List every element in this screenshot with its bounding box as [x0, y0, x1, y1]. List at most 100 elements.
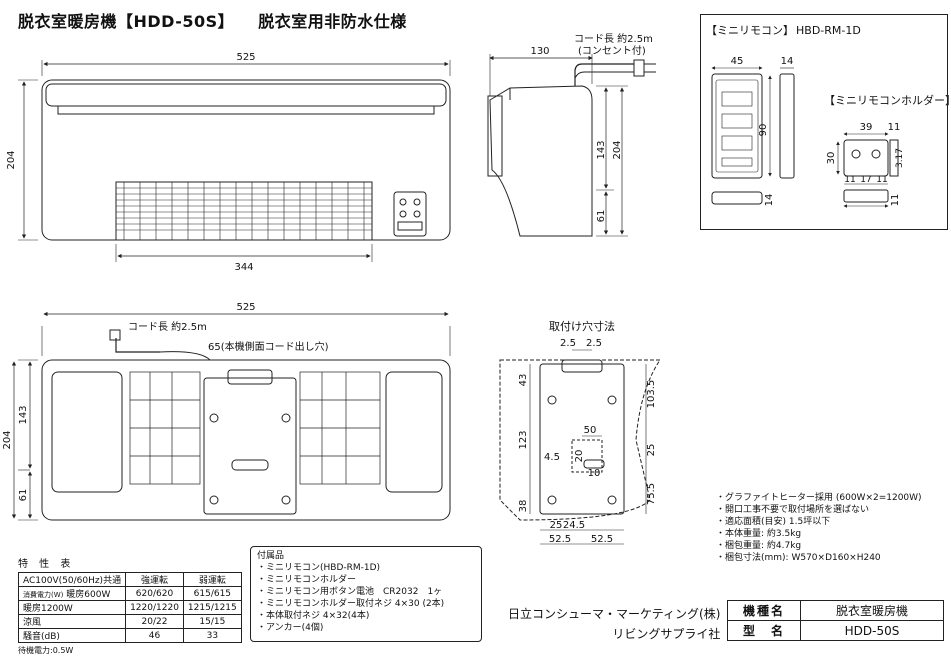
remote-depth-label: 14	[781, 56, 794, 67]
feature-item: ・開口工事不要で取付場所を選ばない	[716, 505, 870, 515]
table-row: 騒音(dB) 46 33	[17, 628, 242, 643]
mount-mid-10: 10	[588, 468, 601, 479]
remote-width-label: 45	[731, 56, 744, 67]
spec-mode: 暖房1200W	[17, 600, 127, 615]
side-h-upper-label: 143	[596, 140, 607, 159]
company-block: 日立コンシューマ・マーケティング(株) リビングサプライ社	[508, 604, 720, 644]
mount-left-2: 123	[518, 430, 529, 449]
holder-top-width-label: 39	[860, 122, 873, 133]
remote-bottom-depth-label: 14	[764, 194, 775, 207]
model-number-value: HDD-50S	[800, 620, 944, 641]
holder-side-label: 3.17	[895, 148, 905, 168]
accessory-item: ・ミニリモコンホルダー取付ネジ 4×30 (2本)	[257, 599, 445, 609]
feature-item: ・本体重量: 約3.5kg	[716, 529, 802, 539]
spec-mode: 消費電力(W) 暖房600W	[17, 586, 127, 601]
spec-header-cell: AC100V(50/60Hz)共通	[17, 572, 127, 587]
spec-table: 特 性 表 AC100V(50/60Hz)共通 強運転 弱運転 消費電力(W) …	[17, 555, 242, 656]
accessory-item: ・本体取付ネジ 4×32(4本)	[257, 611, 370, 621]
rear-cord-label: コード長 約2.5m	[128, 320, 207, 333]
holder-part-3: 11	[876, 175, 887, 185]
mount-bottom-3: 52.5	[549, 534, 571, 545]
feature-item: ・適応面積(目安) 1.5坪以下	[716, 517, 831, 527]
remote-panel	[700, 14, 948, 230]
side-h-total-label: 204	[612, 140, 623, 159]
remote-model-label: HBD-RM-1D	[796, 24, 861, 37]
mount-right-3: 75.5	[646, 483, 657, 505]
features-list: ・グラファイトヒーター採用 (600W×2=1200W) ・開口工事不要で取付場…	[716, 492, 922, 564]
spec-mode-label: 暖房600W	[66, 590, 111, 600]
model-number-key: 型 名	[727, 620, 801, 641]
rear-width-label: 525	[236, 302, 255, 313]
feature-item: ・梱包重量: 約4.7kg	[716, 541, 802, 551]
rear-h-lower-label: 61	[18, 489, 29, 502]
mount-view	[499, 349, 661, 545]
front-width-label: 525	[236, 52, 255, 63]
spec-strong: 20/22	[125, 614, 184, 629]
remote-title-label: 【ミニリモコン】	[706, 24, 794, 37]
spec-title: 脱衣室用非防水仕様	[258, 12, 407, 31]
standby-power: 待機電力:0.5W	[18, 646, 74, 655]
rear-view	[11, 311, 451, 521]
accessory-item: ・ミニリモコン(HBD-RM-1D)	[257, 563, 381, 573]
spec-group: 消費電力(W)	[23, 591, 64, 599]
spec-mode: 騒音(dB)	[17, 628, 127, 643]
spec-header-cell: 弱運転	[182, 572, 242, 587]
spec-header-row: AC100V(50/60Hz)共通 強運転 弱運転	[17, 572, 242, 587]
front-grille-label: 344	[234, 262, 253, 273]
holder-depth-label: 11	[888, 122, 901, 133]
company-line1: 日立コンシューマ・マーケティング(株)	[508, 607, 721, 621]
accessories-box: 付属品 ・ミニリモコン(HBD-RM-1D) ・ミニリモコンホルダー ・ミニリモ…	[250, 546, 482, 642]
table-row: 涼風 20/22 15/15	[17, 614, 242, 629]
accessory-item: ・ミニリモコンホルダー	[257, 575, 357, 585]
rear-h-total-label: 204	[2, 430, 13, 449]
model-name-key: 機種名	[727, 600, 801, 621]
mount-bottom-4: 52.5	[591, 534, 613, 545]
holder-bottom-depth-label: 11	[890, 194, 901, 207]
mount-title-label: 取付け穴寸法	[549, 319, 615, 333]
table-row: 機種名 脱衣室暖房機	[727, 600, 944, 621]
spec-header-cell: 強運転	[125, 572, 184, 587]
spec-strong: 1220/1220	[125, 600, 184, 615]
mount-top-b: 2.5	[586, 338, 602, 349]
spec-weak: 1215/1215	[182, 600, 242, 615]
mount-bottom-1: 25	[550, 520, 563, 531]
page-title: 脱衣室暖房機【HDD-50S】 脱衣室用非防水仕様	[18, 8, 425, 32]
rear-cord-exit-label: 65(本機側面コード出し穴)	[208, 340, 329, 353]
mount-mid-50: 50	[584, 425, 597, 436]
spec-weak: 615/615	[182, 586, 242, 601]
company-line2: リビングサプライ社	[612, 627, 721, 641]
mount-bottom-2: 24.5	[563, 520, 585, 531]
model-table: 機種名 脱衣室暖房機 型 名 HDD-50S	[727, 600, 944, 641]
side-cord-label: コード長 約2.5m	[574, 32, 653, 45]
side-cord-note: (コンセント付)	[578, 44, 646, 57]
remote-height-label: 90	[758, 124, 769, 137]
accessory-item: ・ミニリモコン用ボタン電池 CR2032 1ヶ	[257, 587, 443, 597]
table-row: 型 名 HDD-50S	[727, 620, 944, 641]
spec-weak: 33	[182, 628, 242, 643]
mount-right-2: 25	[646, 444, 657, 457]
mount-top-a: 2.5	[560, 338, 576, 349]
table-row: 消費電力(W) 暖房600W 620/620 615/615	[17, 586, 242, 601]
mount-mid-45: 4.5	[544, 452, 560, 463]
side-depth-label: 130	[530, 46, 549, 57]
feature-item: ・梱包寸法(mm): W570×D160×H240	[716, 553, 881, 563]
accessories-heading: 付属品	[257, 551, 285, 561]
mount-left-1: 43	[518, 374, 529, 387]
mount-left-3: 38	[518, 500, 529, 513]
mount-right-1: 103.5	[646, 380, 657, 409]
front-view	[18, 60, 451, 262]
model-name-value: 脱衣室暖房機	[800, 600, 944, 621]
spec-strong: 620/620	[125, 586, 184, 601]
feature-item: ・グラファイトヒーター採用 (600W×2=1200W)	[716, 493, 922, 503]
holder-height-label: 30	[826, 152, 837, 165]
holder-part-1: 11	[844, 175, 855, 185]
product-title: 脱衣室暖房機【HDD-50S】	[18, 12, 235, 31]
table-row: 暖房1200W 1220/1220 1215/1215	[17, 600, 242, 615]
side-h-lower-label: 61	[596, 210, 607, 223]
remote-drawing	[711, 66, 899, 208]
mount-mid-20: 20	[574, 450, 585, 463]
accessory-item: ・アンカー(4個)	[257, 623, 324, 633]
side-view	[487, 54, 656, 237]
spec-strong: 46	[125, 628, 184, 643]
